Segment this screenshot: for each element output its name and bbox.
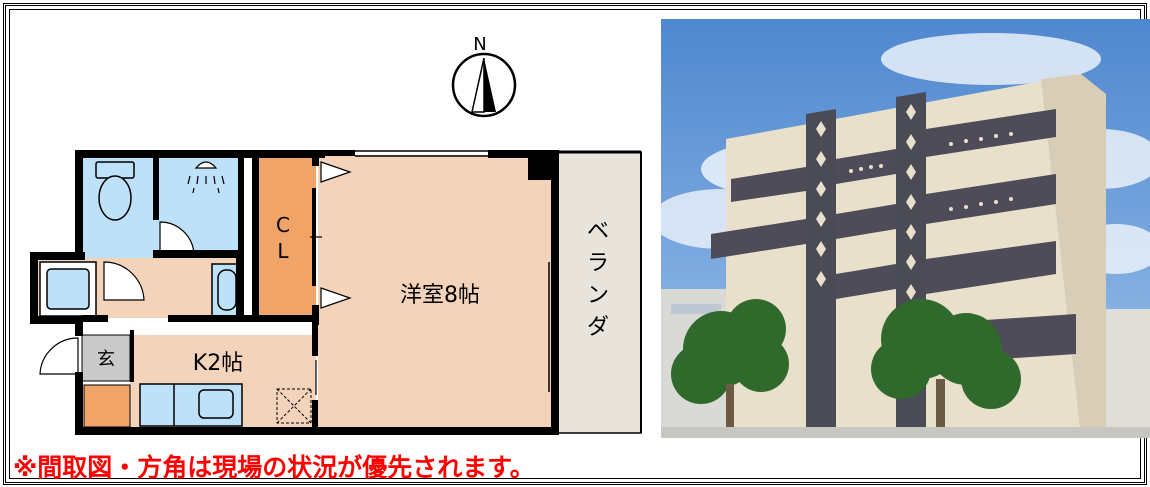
door-arc-icon — [103, 261, 145, 301]
veranda-label-4: ダ — [587, 315, 609, 340]
door-arc-icon — [39, 337, 79, 375]
veranda-label-3: ン — [587, 283, 609, 308]
toilet-icon — [95, 161, 135, 221]
veranda-label-2: ラ — [587, 251, 609, 276]
entrance-label: 玄 — [97, 349, 115, 370]
western-room — [318, 155, 551, 430]
closet-label-l: L — [277, 239, 289, 263]
disclaimer-caption: ※間取図・方角は現場の状況が優先されます。 — [13, 453, 535, 482]
sink-icon — [139, 383, 243, 427]
kitchen — [130, 335, 316, 381]
veranda-label-1: ベ — [587, 219, 609, 244]
western-room-label: 洋室8帖 — [400, 283, 480, 308]
bathtub-icon — [39, 261, 97, 317]
shower-icon — [187, 161, 225, 194]
compass-icon: N — [451, 34, 517, 118]
closet-label-c: C — [276, 213, 290, 237]
compass-label: N — [473, 34, 486, 55]
floor-plan: N ベ ラ ン ダ 洋室8帖 C L — [30, 34, 642, 435]
kitchen-label: K2帖 — [193, 351, 243, 376]
building-photo — [661, 19, 1150, 438]
closet — [258, 155, 316, 318]
